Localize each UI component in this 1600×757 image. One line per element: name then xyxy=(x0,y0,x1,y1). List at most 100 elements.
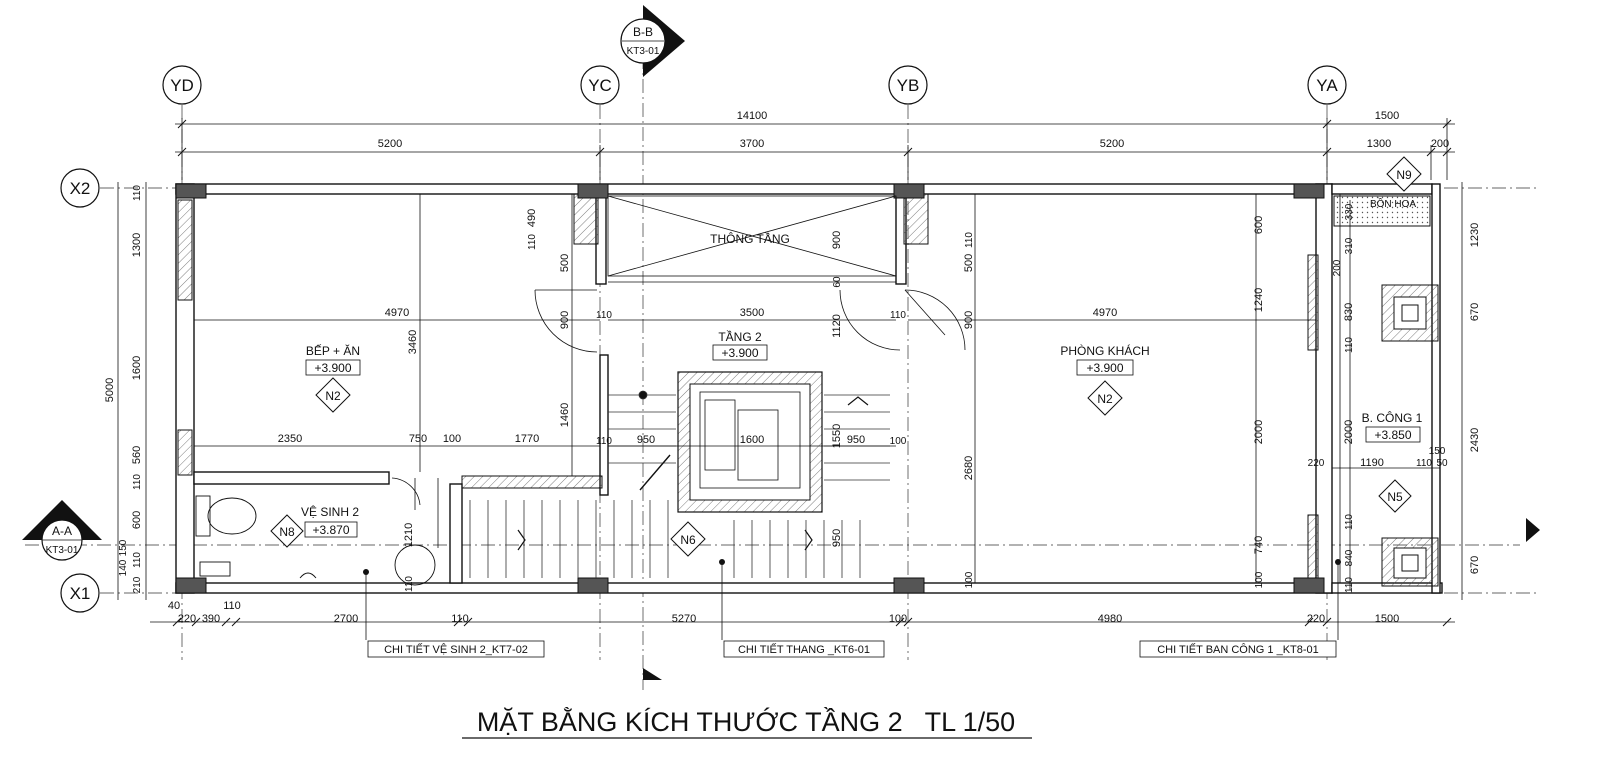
dim-interior-41: 830 xyxy=(1343,303,1355,321)
dim-left-7: 140 xyxy=(118,559,129,576)
room-name-ban-cong-1: B. CÔNG 1 xyxy=(1362,410,1423,425)
dim-interior-37: 100 xyxy=(964,571,975,588)
dim-bottom-5: 2700 xyxy=(334,613,358,625)
void-area xyxy=(607,195,897,283)
dim-interior-39: 310 xyxy=(1344,237,1355,254)
dim-interior-9: 500 xyxy=(559,254,571,272)
dim-bottom-1: 40 xyxy=(168,600,180,612)
dim-left-5: 110 xyxy=(132,474,143,490)
dim-interior-26: 500 xyxy=(963,254,975,272)
dim-interior-12: 1460 xyxy=(559,403,571,427)
room-name-thong-tang: THÔNG TẦNG xyxy=(710,231,790,246)
room-ban-cong-1: B. CÔNG 1 +3.850 N5 xyxy=(1362,410,1423,513)
dim-interior-18: 1600 xyxy=(740,434,764,446)
dim-interior-36: 100 xyxy=(1254,571,1265,588)
room-bep-an: BẾP + ĂN +3.900 N2 xyxy=(305,343,361,413)
dim-bottom-10: 220 xyxy=(1307,613,1325,625)
dim-interior-2: 3460 xyxy=(407,330,419,354)
elevator-shaft xyxy=(677,371,823,513)
stair-tag-text: N6 xyxy=(680,533,696,547)
room-level-ve-sinh-2: +3.870 xyxy=(312,523,349,537)
dim-interior-47: 50 xyxy=(1436,458,1448,469)
columns xyxy=(175,183,1325,594)
room-level-ban-cong-1: +3.850 xyxy=(1374,428,1411,442)
axis-bubble-x2: X2 xyxy=(60,168,100,208)
axis-bubble-x1: X1 xyxy=(60,573,100,613)
room-level-phong-khach: +3.900 xyxy=(1086,361,1123,375)
dim-interior-19: 1550 xyxy=(831,424,843,448)
section-marker-b-b: B-B KT3-01 xyxy=(620,5,685,77)
dim-left-3: 560 xyxy=(131,446,143,464)
axis-label-x1: X1 xyxy=(70,584,91,603)
axis-label-yc: YC xyxy=(588,76,612,95)
callout-ban-cong-1: CHI TIẾT BAN CÔNG 1 _KT8-01 xyxy=(1139,559,1341,658)
dim-left-10: 210 xyxy=(132,576,143,593)
room-name-ve-sinh-2: VỆ SINH 2 xyxy=(301,504,359,519)
dim-bottom-11: 1500 xyxy=(1375,613,1399,625)
dim-bottom-7: 5270 xyxy=(672,613,696,625)
dim-interior-51: 110 xyxy=(1344,577,1355,593)
dim-interior-16: 60 xyxy=(832,276,843,288)
interior-dimension-lines xyxy=(194,194,1440,583)
section-arrow-bottom xyxy=(643,668,662,680)
dim-interior-23: 950 xyxy=(831,529,843,547)
axis-label-ya: YA xyxy=(1316,76,1338,95)
dim-interior-33: 1240 xyxy=(1253,288,1265,312)
dim-interior-44: 1190 xyxy=(1360,457,1384,469)
dim-interior-14: 110 xyxy=(890,310,906,321)
dim-interior-13: 3500 xyxy=(740,307,764,319)
dim-interior-42: 110 xyxy=(1344,337,1355,353)
dim-interior-40: 200 xyxy=(1332,259,1343,276)
dim-bottom-2: 220 xyxy=(178,613,196,625)
dim-interior-38: 330 xyxy=(1344,203,1355,220)
toilet-fixtures xyxy=(195,495,436,586)
dim-interior-24: 4970 xyxy=(1093,307,1117,319)
dim-bottom-4: 110 xyxy=(223,600,241,612)
callout-ve-sinh-2: CHI TIẾT VỆ SINH 2_KT7-02 xyxy=(363,569,545,658)
dim-bay-1: 5200 xyxy=(378,138,402,150)
room-tag-bep-an: N2 xyxy=(325,389,341,403)
dim-interior-45: 150 xyxy=(1429,446,1446,457)
axis-bubble-yc: YC xyxy=(580,65,620,105)
dim-left-4: 600 xyxy=(131,511,143,529)
dim-interior-34: 2000 xyxy=(1253,420,1265,444)
dim-interior-8: 110 xyxy=(527,234,538,250)
dim-interior-1: 4970 xyxy=(385,307,409,319)
room-bon-hoa: BỒN HOA N9 xyxy=(1370,156,1422,210)
dim-left-6: 110 xyxy=(132,185,143,201)
section-name-b-b: B-B xyxy=(633,25,653,39)
dim-interior-11: 110 xyxy=(596,310,612,321)
dimension-chain-top: 14100 1500 5200 3700 5200 1300 200 xyxy=(175,110,1455,180)
axis-bubble-yb: YB xyxy=(888,65,928,105)
dim-interior-49: 840 xyxy=(1344,549,1355,566)
dim-left-1: 1300 xyxy=(131,233,143,257)
dim-interior-30: 110 xyxy=(404,576,415,592)
walls xyxy=(175,183,1443,594)
section-sheet-b-b: KT3-01 xyxy=(627,46,660,57)
callout-text-thang: CHI TIẾT THANG _KT6-01 xyxy=(738,643,870,656)
drawing-title: MẶT BẰNG KÍCH THƯỚC TẦNG 2 TL 1/50 xyxy=(462,706,1032,739)
stair-tag: N6 xyxy=(670,521,706,557)
dim-interior-17: 950 xyxy=(637,434,655,446)
dim-bottom-3: 390 xyxy=(202,613,220,625)
dim-right-sub-2: 200 xyxy=(1431,138,1449,150)
section-name-a-a: A-A xyxy=(52,524,72,538)
dimension-chain-left: 5000 1300 1600 560 600 110 110 140 150 1… xyxy=(104,182,147,600)
room-level-tang-2: +3.900 xyxy=(721,346,758,360)
dim-left-2: 1600 xyxy=(131,356,143,380)
dim-left-overall: 5000 xyxy=(104,378,116,402)
dim-interior-3: 2350 xyxy=(278,433,302,445)
doors xyxy=(391,289,966,548)
dimension-chain-right: 1230 670 2430 670 xyxy=(1461,182,1481,600)
room-tag-ve-sinh-2: N8 xyxy=(279,525,295,539)
drawing-title-text: MẶT BẰNG KÍCH THƯỚC TẦNG 2 TL 1/50 xyxy=(477,706,1015,737)
section-sheet-a-a: KT3-01 xyxy=(46,545,79,556)
dim-bottom-9: 4980 xyxy=(1098,613,1122,625)
dim-bottom-6: 110 xyxy=(451,613,469,625)
room-name-phong-khach: PHÒNG KHÁCH xyxy=(1060,343,1149,358)
dim-bay-2: 3700 xyxy=(740,138,764,150)
room-name-bon-hoa: BỒN HOA xyxy=(1370,197,1416,210)
dim-interior-21: 900 xyxy=(831,231,843,249)
callout-thang: CHI TIẾT THANG _KT6-01 xyxy=(719,559,885,658)
